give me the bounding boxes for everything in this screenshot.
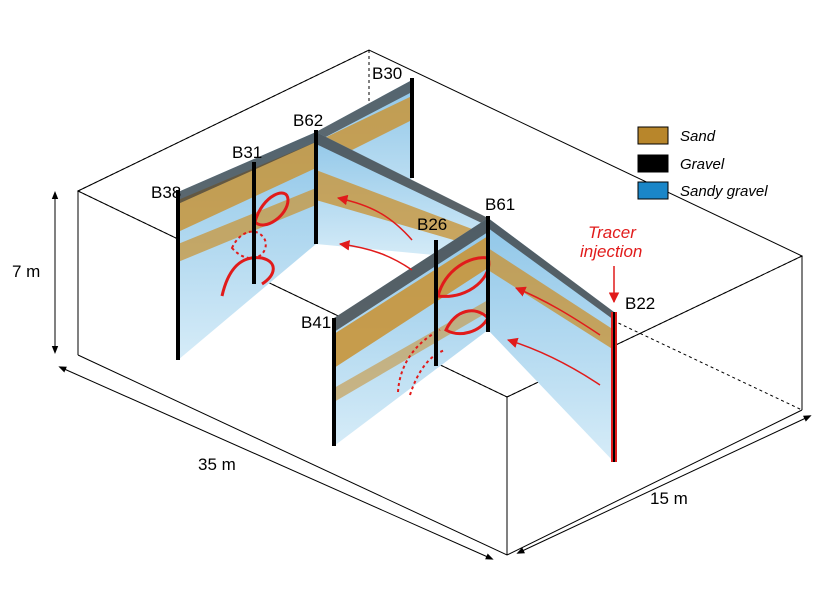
dimension-depth: 7 m — [12, 191, 59, 354]
legend-swatch-sandy-gravel — [637, 181, 669, 200]
label-b61: B61 — [485, 195, 515, 214]
sand-band-left-lower — [178, 188, 316, 262]
width-label: 15 m — [650, 489, 688, 508]
legend-label-sandy-gravel: Sandy gravel — [680, 183, 768, 200]
legend-swatch-gravel — [637, 154, 669, 173]
label-b26: B26 — [417, 215, 447, 234]
tracer-label-line1: Tracer — [588, 223, 637, 242]
plume-b31-upper — [253, 191, 290, 227]
depth-label: 7 m — [12, 262, 40, 281]
plume-b38-lower — [220, 256, 275, 297]
dimension-length: 35 m — [58, 366, 494, 560]
label-b22: B22 — [625, 294, 655, 313]
borehole-lines — [176, 78, 490, 446]
gravel-top-right — [488, 218, 614, 320]
length-label: 35 m — [198, 455, 236, 474]
tracer-label-line2: injection — [580, 242, 642, 261]
dimension-width: 15 m — [516, 415, 812, 554]
label-b41: B41 — [301, 313, 331, 332]
tracer-plumes — [220, 191, 491, 396]
sand-band-left-upper — [178, 142, 316, 232]
label-b62: B62 — [293, 111, 323, 130]
label-b38: B38 — [151, 183, 181, 202]
length-arrow — [58, 366, 494, 560]
sand-band-side — [316, 170, 488, 250]
gravel-top-left — [178, 132, 316, 204]
label-b31: B31 — [232, 143, 262, 162]
gravel-top-front — [334, 218, 488, 332]
flow-arrow-back-upper — [336, 194, 413, 241]
legend-label-sand: Sand — [680, 128, 716, 145]
legend-item-sandy-gravel: Sandy gravel — [637, 181, 768, 200]
box-bottom-front — [77, 354, 803, 556]
plume-b26-dashed-left — [397, 329, 441, 393]
plume-b31-dashed — [230, 230, 267, 260]
legend-item-gravel: Gravel — [637, 154, 725, 173]
width-arrow — [516, 415, 812, 554]
gravel-top-back — [316, 80, 412, 142]
flow-arrow-back-lower — [338, 240, 413, 271]
gravel-top-side — [316, 132, 488, 226]
legend: Sand Gravel Sandy gravel — [637, 126, 768, 200]
legend-swatch-sand — [637, 126, 669, 145]
legend-item-sand: Sand — [637, 126, 716, 145]
flow-arrow-right-lower — [506, 337, 601, 386]
legend-label-gravel: Gravel — [680, 156, 725, 173]
section-right-block — [334, 218, 614, 462]
sand-band-front-upper — [334, 236, 488, 368]
flow-arrow-right-upper — [515, 286, 601, 336]
label-b30: B30 — [372, 64, 402, 83]
flow-arrows — [336, 194, 601, 386]
